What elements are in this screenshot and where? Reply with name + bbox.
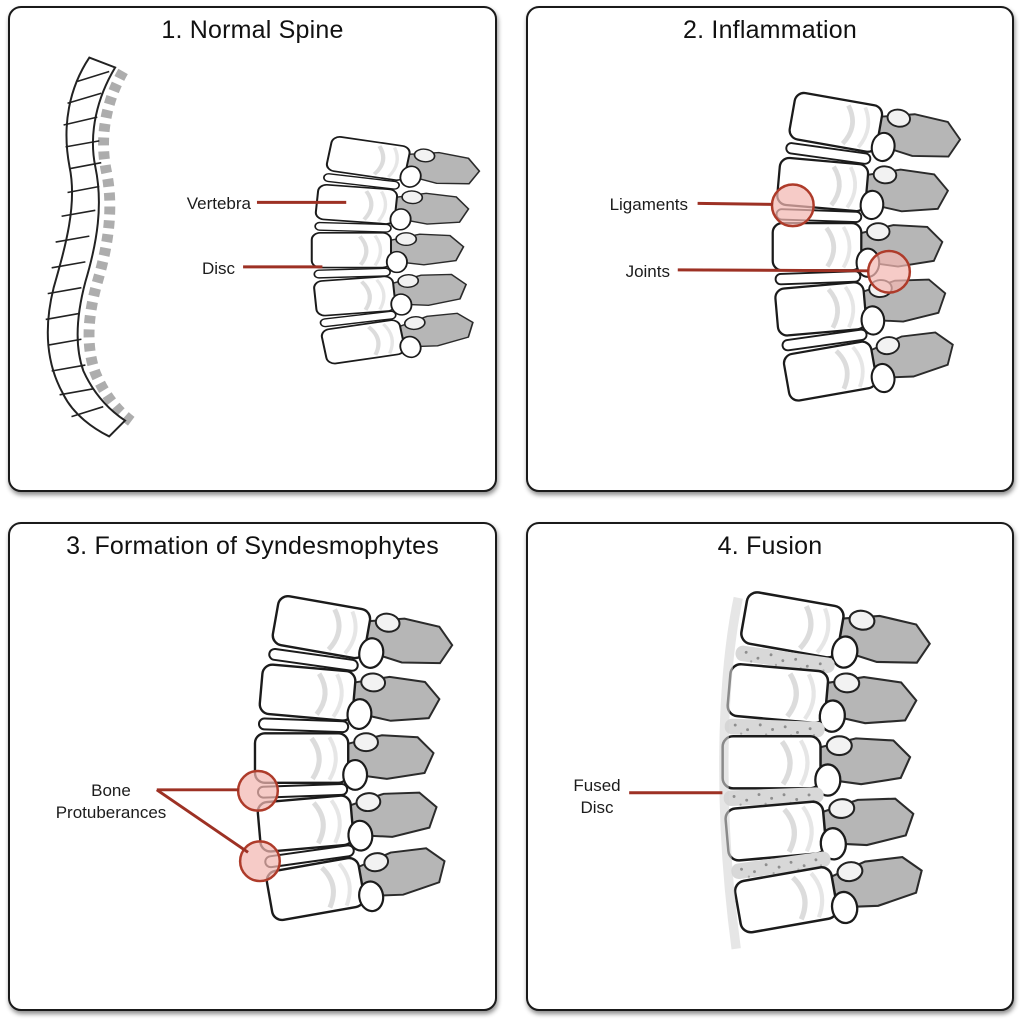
full-spine-illustration <box>46 58 133 437</box>
label-ligaments: Ligaments <box>609 195 688 214</box>
syndesmophytes-art <box>155 524 495 1009</box>
label-vertebra: Vertebra <box>186 194 251 213</box>
lumbar-spine-illustration <box>255 595 456 929</box>
highlight-circle-joints <box>866 249 912 294</box>
panel-fusion: 4. Fusion Fused Disc <box>526 522 1014 1011</box>
annotation-line-ligaments <box>697 201 773 206</box>
panel-title: 3. Formation of Syndesmophytes <box>66 532 439 560</box>
annotation-line-protuberance-lower <box>155 788 249 854</box>
fused-lumbar-spine-illustration <box>723 591 934 949</box>
panel-normal-spine: 1. Normal Spine Vertebra Disc <box>8 6 497 492</box>
normal-spine-art <box>10 8 495 490</box>
lumbar-spine-illustration <box>773 91 964 408</box>
panel-inflammation: 2. Inflammation Ligaments Joints <box>526 6 1014 492</box>
panel-formation-of-syndesmophytes: 3. Formation of Syndesmophytes Bone Prot… <box>8 522 497 1011</box>
annotation-line-joints <box>677 268 869 273</box>
label-fused-disc: Fused Disc <box>573 776 621 817</box>
label-bone-protuberances: Bone Protuberances <box>55 781 167 822</box>
label-joints: Joints <box>625 262 670 281</box>
fusion-art <box>629 524 1012 1009</box>
highlight-circle-ligaments <box>770 183 815 228</box>
panel-title: 4. Fusion <box>717 532 823 560</box>
label-disc: Disc <box>201 259 235 278</box>
lumbar-spine-illustration <box>312 136 483 370</box>
inflammation-art <box>677 8 1012 490</box>
panel-title: 2. Inflammation <box>683 16 857 44</box>
panel-title: 1. Normal Spine <box>161 16 344 44</box>
highlight-circle-protuberance-lower <box>238 840 282 883</box>
highlight-circle-protuberance-upper <box>236 769 280 812</box>
